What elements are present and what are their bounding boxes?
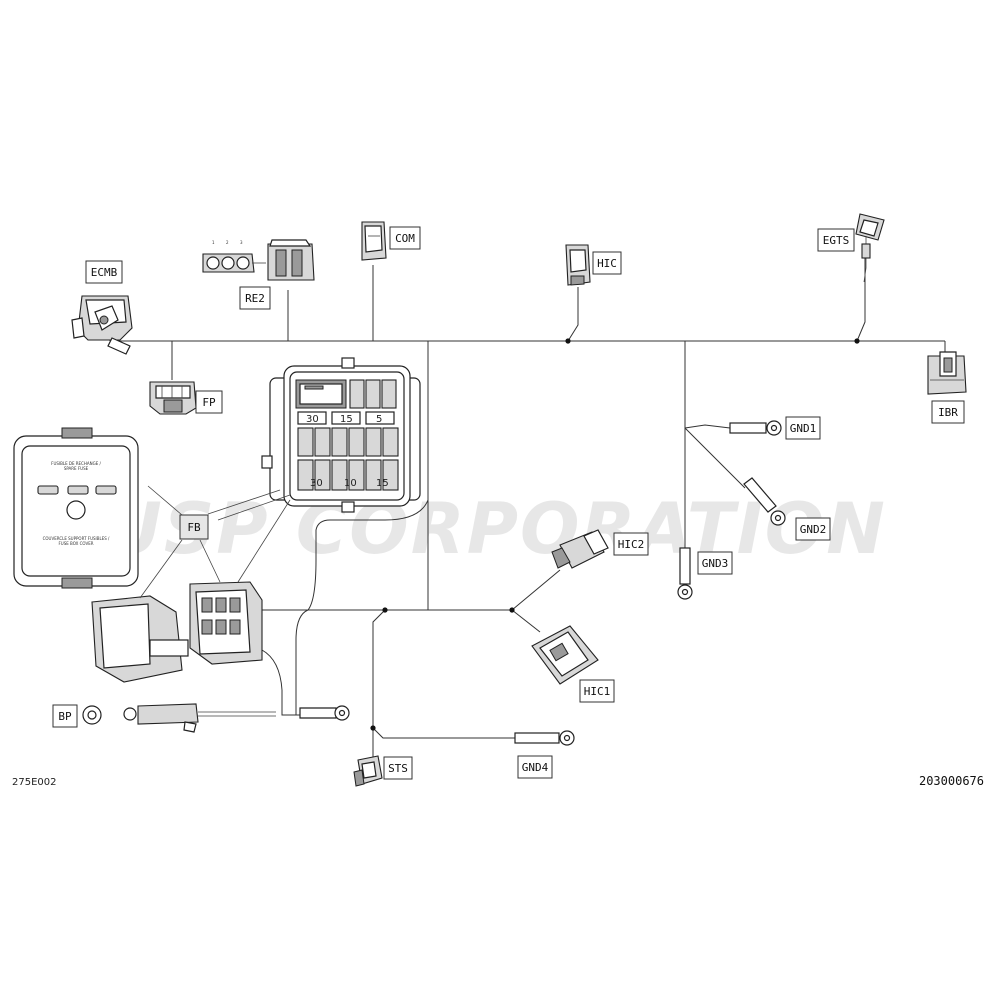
ibr-label-box xyxy=(931,400,965,424)
ibr-label: IBR xyxy=(938,406,958,419)
gnd1-label: GND1 xyxy=(790,422,817,435)
relay-row-middle xyxy=(297,427,399,457)
hic-label: HIC xyxy=(597,257,617,270)
egts-sensor xyxy=(855,213,885,283)
hic1-label: HIC1 xyxy=(584,685,611,698)
relay-row-bottom xyxy=(297,459,399,491)
drawing-code-right: 203000676 xyxy=(919,774,984,788)
cover-text-4: FUSE BOX COVER xyxy=(58,541,93,546)
fuse-box xyxy=(261,357,421,513)
gnd3-label: GND3 xyxy=(702,557,729,570)
gnd2-terminal xyxy=(743,477,786,526)
gnd1-terminal xyxy=(729,420,782,436)
re2-label: RE2 xyxy=(245,292,265,305)
egts-label: EGTS xyxy=(823,234,850,247)
ibr-connector xyxy=(927,351,967,395)
egts-label-box xyxy=(817,228,855,252)
fuse-box-cover xyxy=(13,427,139,589)
com-label: COM xyxy=(395,232,415,245)
fuse-value-3: 5 xyxy=(376,414,382,425)
gnd1-label-box xyxy=(785,416,821,440)
fb-label: FB xyxy=(187,521,201,534)
re2-connector xyxy=(202,239,315,281)
bp-label-box xyxy=(52,704,78,728)
sts-label: STS xyxy=(388,762,408,775)
com-connector xyxy=(361,221,387,261)
cover-text-3: COUVERCLE SUPPORT FUSIBLES / xyxy=(43,536,110,541)
gnd2-label: GND2 xyxy=(800,523,827,536)
bp-label: BP xyxy=(58,710,72,723)
bp-cable xyxy=(82,703,276,733)
drawing-code-left: 275E002 xyxy=(12,777,57,788)
fuse-value-1: 30 xyxy=(306,414,319,425)
re2-label-box xyxy=(239,286,271,310)
hic-connector xyxy=(565,244,591,286)
cover-text-2: SPARE FUSE xyxy=(64,466,89,471)
fp-label: FP xyxy=(202,396,216,409)
fp-label-box xyxy=(195,390,223,414)
ecmb-connector xyxy=(71,295,133,355)
gnd4-terminal xyxy=(514,730,575,746)
gnd3-label-box xyxy=(697,551,733,575)
fuse-value-6: 15 xyxy=(376,478,389,489)
fuse-value-2: 15 xyxy=(340,414,353,425)
hic-label-box xyxy=(592,251,622,275)
sts-label-box xyxy=(383,756,413,780)
hic1-label-box xyxy=(579,679,615,703)
fp-connector xyxy=(149,381,197,415)
hic1-connector xyxy=(531,625,599,685)
junction-dots xyxy=(370,338,860,731)
watermark: USP CORPORATION xyxy=(105,488,887,570)
fuse-value-5: 10 xyxy=(344,478,357,489)
gnd4-label: GND4 xyxy=(522,761,549,774)
gnd4-label-box xyxy=(517,755,553,779)
fb-assembly xyxy=(91,581,263,683)
fb-leaders xyxy=(139,485,291,599)
cover-text-1: FUSIBLE DE RECHANGE / xyxy=(51,461,101,466)
fb-ground-terminal xyxy=(299,705,350,721)
fuse-value-4: 30 xyxy=(310,478,323,489)
ecmb-label-box xyxy=(85,260,123,284)
hic2-label: HIC2 xyxy=(618,538,645,551)
re2-pin-2: 2 xyxy=(226,240,229,245)
hic2-label-box xyxy=(613,532,649,556)
sts-sensor xyxy=(353,755,383,787)
relay-row-top xyxy=(349,379,397,409)
hic2-connector xyxy=(551,529,609,569)
com-label-box xyxy=(389,226,421,250)
gnd2-label-box xyxy=(795,517,831,541)
fb-label-box xyxy=(179,514,209,540)
re2-pin-3: 3 xyxy=(240,240,243,245)
gnd3-terminal xyxy=(677,547,693,600)
ecmb-label: ECMB xyxy=(91,266,118,279)
re2-pin-1: 1 xyxy=(212,240,215,245)
